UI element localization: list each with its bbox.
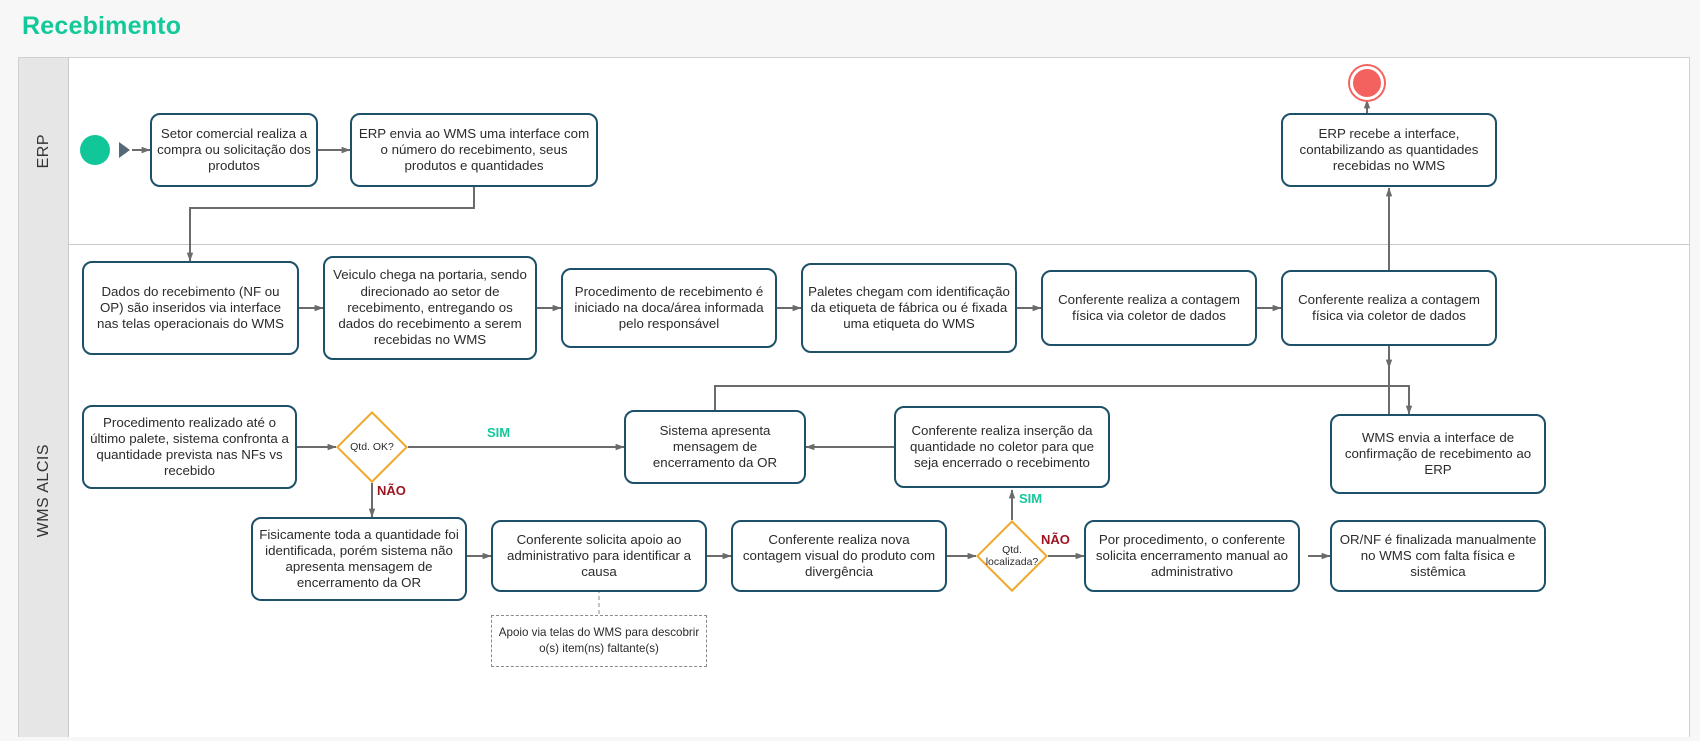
edge-label-sim-1: SIM [487, 425, 511, 440]
task-t14[interactable]: Fisicamente toda a quantidade foi identi… [251, 517, 467, 601]
gateway-qtd-ok[interactable]: Qtd. OK? [336, 411, 408, 483]
task-t15[interactable]: Conferente solicita apoio ao administrat… [491, 520, 707, 592]
task-t2[interactable]: ERP envia ao WMS uma interface com o núm… [350, 113, 598, 187]
lane-divider [69, 244, 1689, 245]
page-title: Recebimento [22, 12, 182, 40]
task-t4[interactable]: Dados do recebimento (NF ou OP) são inse… [82, 261, 299, 355]
lane-header-wms: WMS ALCIS [19, 244, 69, 737]
task-t5[interactable]: Veiculo chega na portaria, sendo direcio… [323, 256, 537, 360]
annotation-apoio: Apoio via telas do WMS para descobrir o(… [491, 615, 707, 667]
task-t9[interactable]: Conferente realiza a contagem física via… [1281, 270, 1497, 346]
task-t17[interactable]: Por procedimento, o conferente solicita … [1084, 520, 1300, 592]
diagram-frame: ERP WMS ALCIS [18, 57, 1690, 737]
task-t1[interactable]: Setor comercial realiza a compra ou soli… [150, 113, 318, 187]
task-t12[interactable]: Conferente realiza inserção da quantidad… [894, 406, 1110, 488]
task-t11[interactable]: Sistema apresenta mensagem de encerramen… [624, 410, 806, 484]
edge-label-sim-2: SIM [1019, 491, 1043, 506]
edge-label-nao-2: NÃO [1041, 532, 1070, 547]
annotation-line-1: Apoio via telas do WMS para descobrir [498, 625, 700, 639]
start-arrow-icon [119, 142, 130, 158]
gateway-qtd-localizada-label: Qtd. localizada? [986, 544, 1039, 568]
task-t6[interactable]: Procedimento de recebimento é iniciado n… [561, 268, 777, 348]
task-t10[interactable]: Procedimento realizado até o último pale… [82, 405, 297, 489]
lane-header-erp: ERP [19, 58, 69, 244]
end-event [1350, 66, 1384, 100]
task-t8[interactable]: Conferente realiza a contagem física via… [1041, 270, 1257, 346]
task-t16[interactable]: Conferente realiza nova contagem visual … [731, 520, 947, 592]
gateway-qtd-ok-label: Qtd. OK? [350, 440, 394, 453]
annotation-line-2: o(s) item(ns) faltante(s) [539, 642, 659, 655]
task-t3[interactable]: ERP recebe a interface, contabilizando a… [1281, 113, 1497, 187]
edge-label-nao-1: NÃO [377, 483, 406, 498]
task-t18[interactable]: OR/NF é finalizada manualmente no WMS co… [1330, 520, 1546, 592]
gateway-qtd-localizada[interactable]: Qtd. localizada? [976, 520, 1048, 592]
gateway-line-2: localizada? [985, 556, 1039, 568]
task-t7[interactable]: Paletes chegam com identificação da etiq… [801, 263, 1017, 353]
start-event [80, 135, 110, 165]
task-t13[interactable]: WMS envia a interface de confirmação de … [1330, 414, 1546, 494]
gateway-line-1: Qtd. [1002, 543, 1022, 556]
